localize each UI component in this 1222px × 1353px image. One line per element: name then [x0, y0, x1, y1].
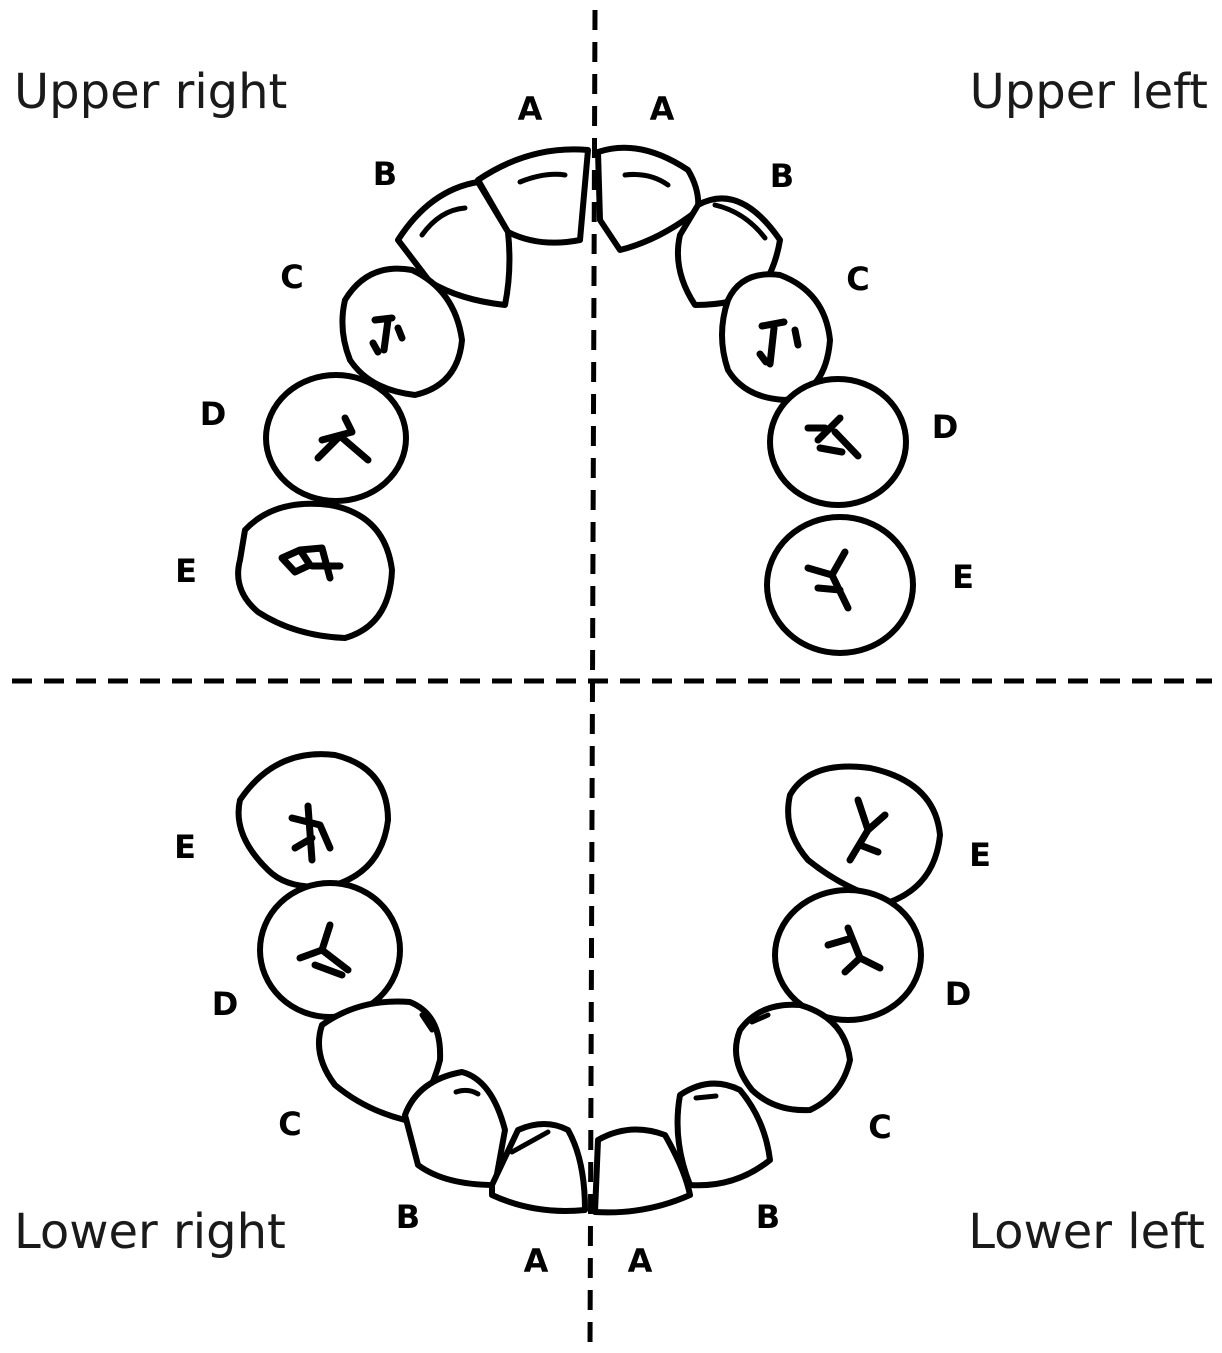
letter-upper-right-D: D	[200, 395, 227, 433]
letter-lower-right-B: B	[396, 1198, 420, 1236]
letter-upper-left-C: C	[846, 260, 869, 298]
letter-upper-right-C: C	[280, 258, 303, 296]
letter-lower-right-E: E	[174, 828, 196, 866]
letter-lower-right-C: C	[278, 1105, 301, 1143]
tooth-lower-right-D	[257, 880, 403, 1020]
lower-right-quadrant	[235, 751, 588, 1214]
tooth-upper-right-C	[339, 265, 465, 398]
letter-lower-left-C: C	[868, 1108, 891, 1146]
letter-upper-left-D: D	[932, 408, 959, 446]
letter-upper-right-A: A	[518, 90, 543, 128]
tooth-upper-left-D	[767, 376, 909, 508]
letter-upper-left-A: A	[650, 90, 675, 128]
tooth-lower-left-E	[785, 763, 943, 905]
tooth-upper-right-D	[263, 372, 409, 504]
tooth-lower-left-A	[592, 1126, 693, 1216]
tooth-lower-left-B	[674, 1080, 773, 1189]
label-lower-left: Lower left	[968, 1204, 1205, 1260]
tooth-lower-left-D	[772, 887, 924, 1023]
label-lower-right: Lower right	[14, 1204, 286, 1260]
letter-lower-left-A: A	[628, 1242, 653, 1280]
tooth-lower-right-B	[402, 1069, 508, 1188]
letter-upper-right-E: E	[175, 552, 197, 590]
letter-lower-left-D: D	[945, 975, 972, 1013]
tooth-upper-right-E	[235, 500, 395, 641]
upper-left-quadrant	[595, 144, 916, 656]
tooth-lower-right-A	[489, 1121, 588, 1214]
tooth-lower-right-E	[235, 751, 391, 890]
letter-lower-left-B: B	[756, 1198, 780, 1236]
upper-right-quadrant	[235, 146, 591, 641]
letter-upper-left-B: B	[770, 157, 794, 195]
lower-left-quadrant	[592, 763, 943, 1216]
tooth-upper-left-A	[595, 144, 702, 253]
letter-lower-left-E: E	[969, 836, 991, 874]
letter-upper-left-E: E	[952, 558, 974, 596]
letter-lower-right-D: D	[212, 985, 239, 1023]
tooth-upper-left-C	[719, 271, 833, 403]
tooth-upper-left-E	[764, 514, 916, 656]
tooth-upper-right-A	[475, 146, 591, 246]
label-upper-right: Upper right	[14, 64, 287, 120]
label-upper-left: Upper left	[970, 64, 1208, 120]
letter-lower-right-A: A	[524, 1242, 549, 1280]
tooth-lower-left-C	[733, 1001, 853, 1114]
letter-upper-right-B: B	[373, 155, 397, 193]
